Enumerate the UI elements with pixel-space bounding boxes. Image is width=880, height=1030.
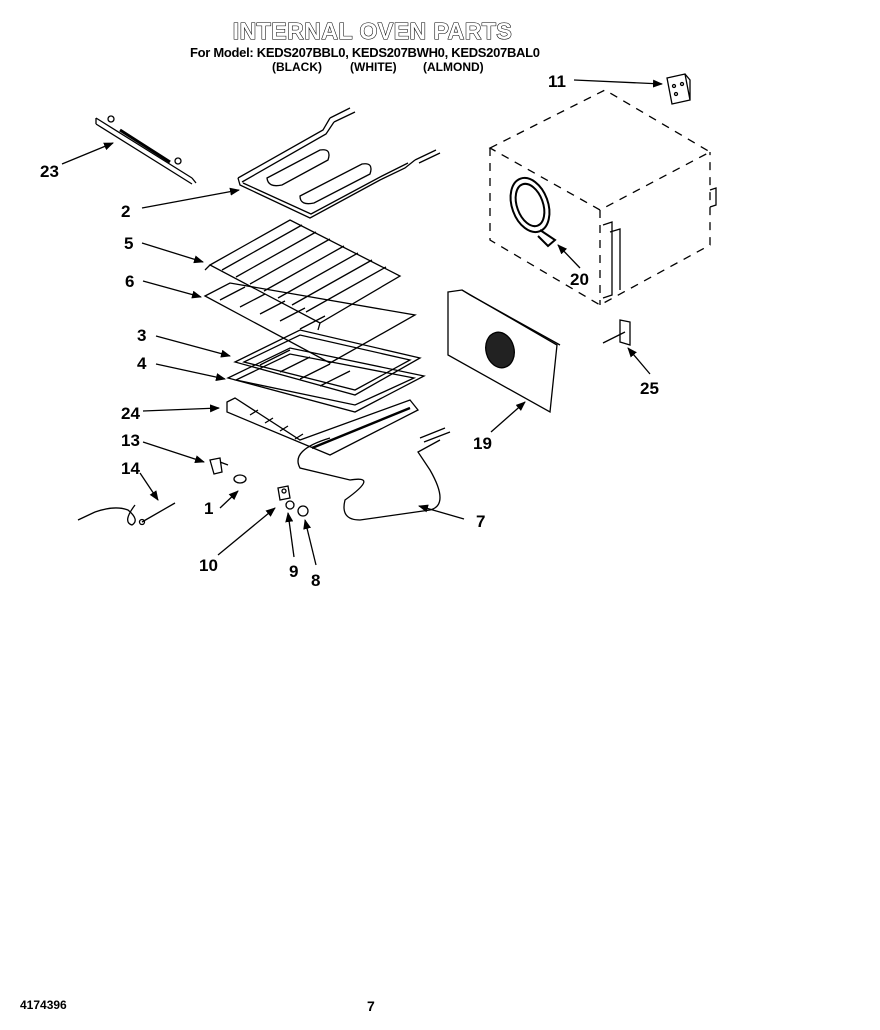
callout-13: 13 [121, 431, 140, 450]
callout-14: 14 [121, 459, 140, 478]
part-13-bracket [209, 457, 229, 475]
part-24-oven-bottom [226, 397, 420, 456]
callout-5: 5 [124, 234, 134, 253]
part-25-bracket [602, 319, 631, 346]
callout-2: 2 [121, 202, 131, 221]
part-2-upper-element [237, 107, 441, 219]
callout-7: 7 [476, 512, 486, 531]
part-11-bracket [666, 73, 691, 105]
callout-24: 24 [121, 404, 140, 423]
part-14-probe [77, 502, 176, 526]
part-1-lamp [233, 474, 247, 484]
callout-9: 9 [289, 562, 299, 581]
part-19-fan-cover [447, 289, 561, 414]
callout-11: 11 [548, 72, 566, 91]
part-7-lower-element [297, 427, 451, 521]
callout-1: 1 [204, 499, 214, 518]
callout-20: 20 [570, 270, 589, 289]
document-part-number: 4174396 [20, 998, 67, 1012]
color-black: (BLACK) [272, 60, 322, 74]
color-white: (WHITE) [350, 60, 397, 74]
part-3-broiler-pan [233, 329, 422, 396]
oven-cavity [488, 89, 712, 306]
callout-23: 23 [40, 162, 59, 181]
callout-4: 4 [137, 354, 147, 373]
page-number: 7 [367, 998, 375, 1014]
callout-3: 3 [137, 326, 147, 345]
callout-19: 19 [473, 434, 492, 453]
color-almond: (ALMOND) [423, 60, 484, 74]
callout-25: 25 [640, 379, 659, 398]
model-list: For Model: KEDS207BBL0, KEDS207BWH0, KED… [190, 45, 540, 60]
callout-10: 10 [199, 556, 218, 575]
part-20-convection-element [509, 176, 557, 248]
page-title: INTERNAL OVEN PARTS [232, 17, 513, 44]
part-5-rack [204, 219, 402, 331]
part-9-washer [285, 500, 295, 510]
callout-8: 8 [311, 571, 321, 590]
cavity-side-brackets [602, 187, 717, 299]
callout-6: 6 [125, 272, 135, 291]
part-10-receptacle [277, 485, 291, 501]
part-4-pan-insert [226, 347, 426, 413]
part-23-trim-strip [95, 115, 197, 185]
part-8-nut [297, 505, 309, 517]
